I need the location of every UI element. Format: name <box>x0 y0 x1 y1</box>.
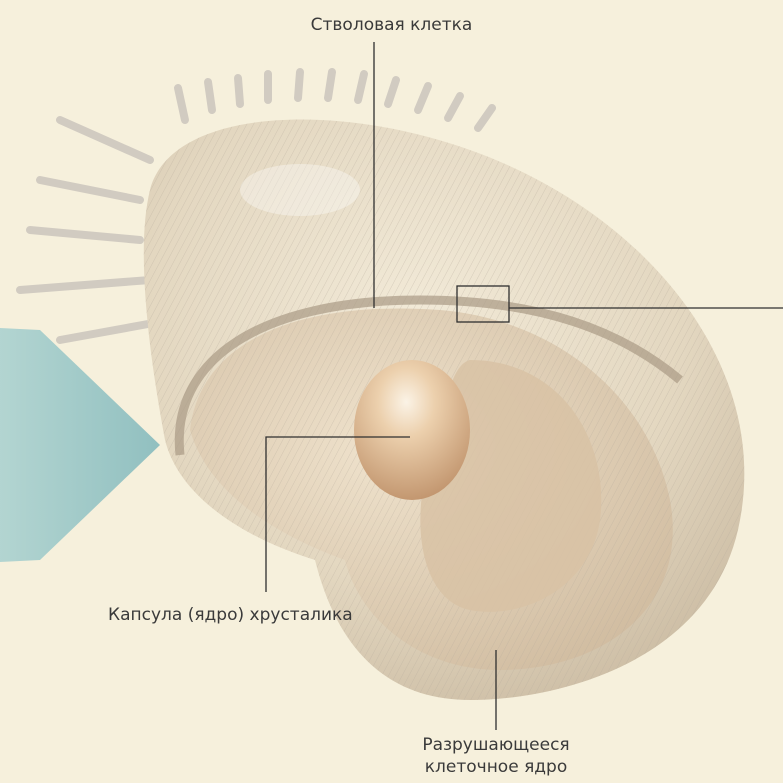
label-nucleus-line2: клеточное ядро <box>396 756 596 778</box>
label-stem-cell: Стволовая клетка <box>0 14 783 36</box>
lens-core <box>354 360 470 500</box>
label-degrading-nucleus: Разрушающееся клеточное ядро <box>396 734 596 778</box>
label-lens-capsule: Капсула (ядро) хрусталика <box>108 604 353 626</box>
arrow-right-icon <box>0 328 160 562</box>
label-nucleus-line1: Разрушающееся <box>396 734 596 756</box>
